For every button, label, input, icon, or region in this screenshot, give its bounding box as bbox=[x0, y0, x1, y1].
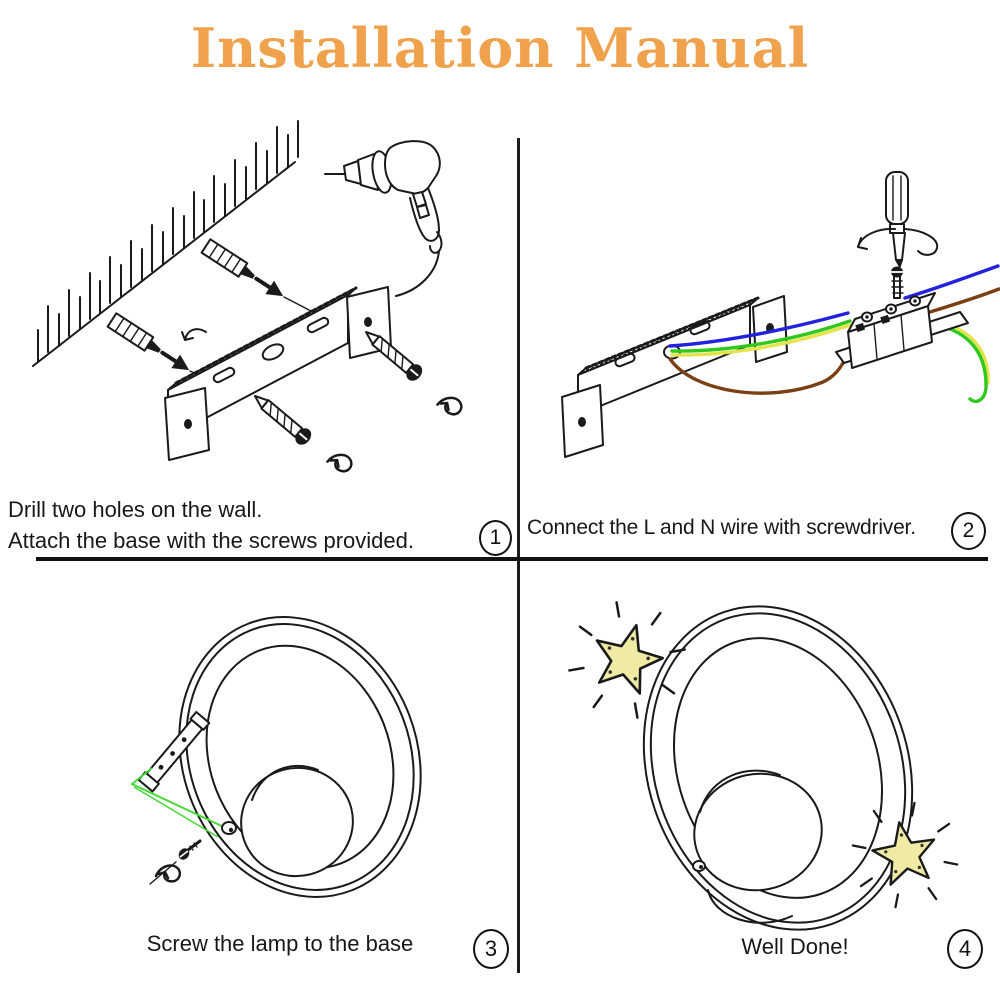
base-arm bbox=[137, 711, 211, 793]
step-number-badge: 1 bbox=[479, 520, 512, 556]
illustration-step2-wiring bbox=[561, 171, 1000, 458]
step1-caption-line1: Drill two holes on the wall. bbox=[8, 497, 263, 522]
alignment-guides bbox=[130, 767, 227, 838]
step3-caption: Screw the lamp to the base bbox=[146, 931, 414, 956]
horizontal-divider bbox=[36, 557, 988, 561]
small-screw-icon bbox=[178, 839, 202, 860]
turn-arrow-icon bbox=[324, 450, 355, 475]
lamp-inner-shade bbox=[240, 764, 354, 878]
lamp-inner-shade bbox=[692, 769, 823, 892]
illustration-step3-lamp-to-base bbox=[130, 616, 422, 898]
turn-arrow-icon bbox=[434, 393, 465, 418]
step-number-badge: 4 bbox=[947, 929, 983, 969]
screw-hole bbox=[221, 821, 237, 835]
insert-direction-arrow bbox=[181, 328, 207, 341]
step1-caption: Drill two holes on the wall. Attach the … bbox=[8, 494, 414, 556]
lamp-base-arc bbox=[707, 889, 793, 924]
step-number-badge: 3 bbox=[473, 929, 509, 969]
drill-icon bbox=[324, 140, 443, 297]
rotation-arrow bbox=[857, 227, 939, 256]
mounting-screw-icon bbox=[248, 388, 316, 449]
mounting-bracket bbox=[164, 286, 392, 461]
screw-hole-dot bbox=[228, 827, 234, 833]
illustration-step4-finished bbox=[559, 592, 964, 931]
wall-anchor-icon bbox=[105, 311, 196, 379]
screwdriver-icon bbox=[885, 171, 909, 269]
illustration-step1-drill-base bbox=[32, 120, 465, 475]
mounting-bracket bbox=[561, 295, 788, 458]
step2-caption: Connect the L and N wire with screwdrive… bbox=[527, 516, 916, 539]
wall-hatching bbox=[32, 120, 299, 367]
terminal-block bbox=[835, 292, 969, 369]
lamp-ring bbox=[642, 605, 914, 931]
vertical-divider bbox=[517, 138, 520, 973]
mounting-screw-icon bbox=[359, 324, 427, 385]
lamp-ring bbox=[178, 616, 422, 898]
turn-arrow-icon bbox=[149, 861, 182, 885]
page-title: Installation Manual bbox=[190, 16, 810, 80]
wall-anchor-icon bbox=[199, 237, 290, 305]
step4-caption: Well Done! bbox=[741, 934, 849, 959]
step1-caption-line2: Attach the base with the screws provided… bbox=[8, 528, 414, 553]
step-number-badge: 2 bbox=[951, 512, 986, 550]
terminal-screw-icon bbox=[891, 266, 904, 299]
